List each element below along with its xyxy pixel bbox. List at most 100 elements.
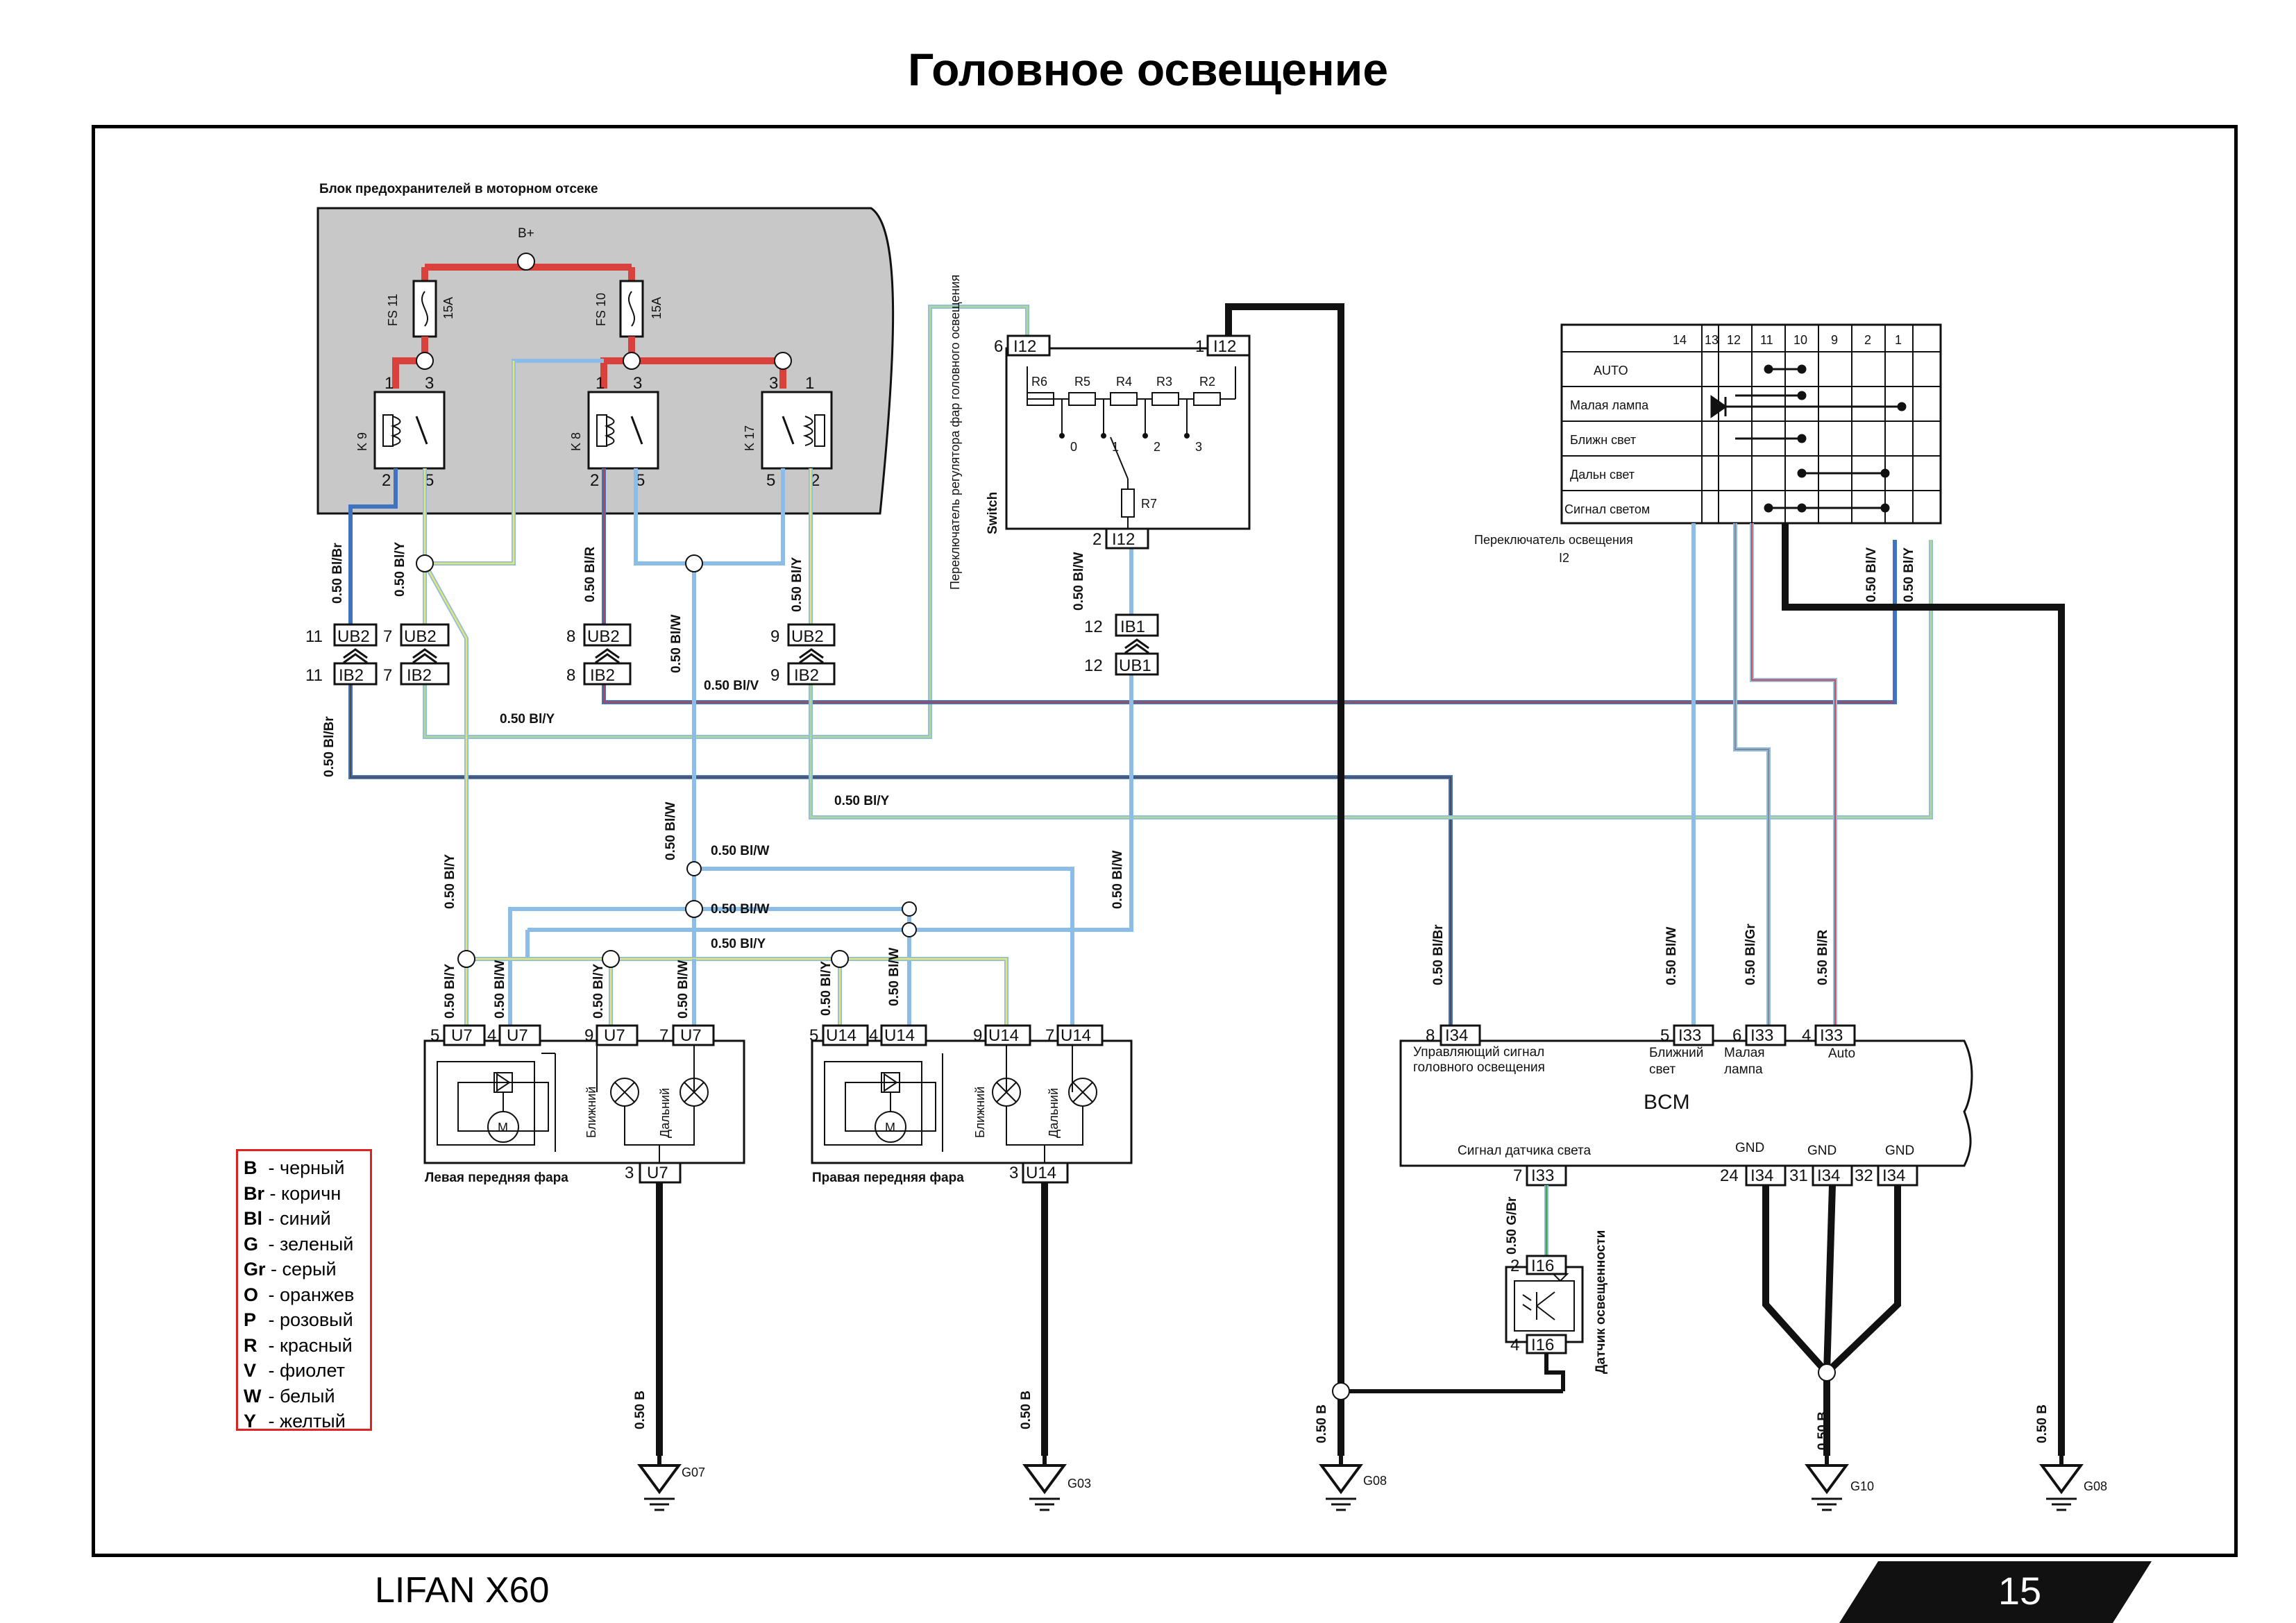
reg-conn-6-pin: 6 [994,337,1003,356]
bcm-in-8-label: Управляющий сигнал головного освещения [1413,1045,1545,1075]
ground-g10: G10 [1850,1479,1874,1493]
bcm-in-4-label: Auto [1828,1046,1855,1061]
wire-label-bus-blbr: 0.50 Bl/Br [322,716,337,777]
bcm-in-4-conn: I33 [1820,1026,1843,1045]
right-u14-c: U14 [988,1026,1019,1045]
ib1-12-name: IB1 [1120,618,1145,636]
ub2-8-name: UB2 [587,627,620,646]
k17-pin-top-left: 3 [769,374,778,393]
ub1-12-pin: 12 [1084,656,1103,675]
switch-row-low-beam: Ближн свет [1570,433,1636,447]
wire-label-blw-h1: 0.50 Bl/W [711,844,770,858]
bcm-in-6-pin: 6 [1732,1026,1741,1045]
left-u7-pin7: 7 [659,1026,668,1045]
ib2-11-name: IB2 [339,666,364,685]
ub2-9-name: UB2 [791,627,824,646]
sensor-conn-bottom: I16 [1531,1336,1554,1354]
wire-label-k9-bly: 0.50 Bl/Y [393,541,407,597]
regulator-pos-2: 2 [1154,440,1160,454]
legend-row: B - черный [244,1157,345,1178]
left-motor: M [498,1121,508,1135]
switch-col-9: 9 [1831,333,1838,347]
k9-pin-top-right: 3 [425,374,434,393]
relay-k8-name: K 8 [569,432,583,451]
ib2-7-name: IB2 [407,666,432,685]
bcm-in-4-pin: 4 [1802,1026,1811,1045]
left-u7-pin9: 9 [584,1026,593,1045]
wire-label-switch-blv: 0.50 Bl/V [1864,547,1879,602]
bcm-gnd-3: GND [1885,1144,1914,1158]
bcm-in-8-pin: 8 [1426,1026,1435,1045]
left-high-beam: Дальний [658,1088,672,1138]
relay-k17 [761,391,833,470]
reg-conn-6-name: I12 [1013,337,1036,356]
right-u14-pin4: 4 [869,1026,878,1045]
regulator-box [1005,347,1251,530]
regulator-sublabel: Switch [986,492,1000,534]
regulator-pos-0: 0 [1070,440,1077,454]
reg-conn-1-name: I12 [1213,337,1236,356]
switch-col-11: 11 [1760,333,1773,347]
bcm-box [1399,1039,1973,1167]
page-title: Головное освещение [907,44,1389,95]
wire-label-u7-5: 0.50 Bl/Y [443,963,457,1019]
ub1-12-name: UB1 [1119,656,1151,675]
sensor-conn-top: I16 [1531,1257,1554,1275]
wire-label-bus-bly2: 0.50 Bl/Y [834,794,890,808]
switch-col-10: 10 [1793,333,1807,347]
right-u14-pin5: 5 [809,1026,818,1045]
ib2-8-name: IB2 [590,666,615,685]
switch-col-14: 14 [1673,333,1687,347]
regulator-pos-3: 3 [1195,440,1202,454]
sensor-pin-2: 2 [1510,1257,1519,1275]
right-u14-d: U14 [1061,1026,1091,1045]
wire-label-u7-7: 0.50 Bl/W [676,960,691,1019]
bcm-in-5-label: Ближний свет [1649,1046,1704,1077]
switch-row-auto: AUTO [1594,364,1628,377]
wire-label-sensor-gbr: 0.50 G/Br [1505,1196,1519,1255]
bcm-gnd-2: GND [1807,1144,1837,1158]
left-u7-pin5: 5 [430,1026,439,1045]
fuse-block-title: Блок предохранителей в моторном отсеке [319,182,598,196]
switch-col-2: 2 [1864,333,1871,347]
regulator-label: Переключатель регулятора фар головного о… [948,275,962,590]
legend-row: Bl - синий [244,1208,331,1229]
legend-row: P - розовый [244,1309,353,1330]
relay-k9-name: K 9 [355,432,369,451]
wire-label-g08b: 0.50 B [2035,1404,2050,1443]
legend-row: O - оранжев [244,1284,355,1305]
ib2-9-name: IB2 [794,666,819,685]
regulator-r5: R5 [1074,375,1090,389]
right-u14-a: U14 [826,1026,856,1045]
legend-row: Y - желтый [244,1411,346,1431]
diagram-frame [92,125,2238,1557]
ib2-9-pin: 9 [770,666,779,685]
page-number: 15 [1998,1569,2042,1613]
wire-label-reg-blw: 0.50 Bl/W [1111,850,1125,909]
wire-label-reg-top-blw: 0.50 Bl/W [1072,552,1086,611]
switch-col-13: 13 [1705,333,1719,347]
regulator-r2: R2 [1199,375,1215,389]
right-u14-pin7: 7 [1045,1026,1054,1045]
legend-row: Br - коричн [244,1182,341,1204]
k9-pin-bottom-left: 2 [382,471,391,490]
regulator-r7: R7 [1141,497,1157,511]
switch-row-flash: Сигнал светом [1564,502,1650,516]
model-name: LIFAN X60 [375,1570,550,1611]
ub2-8-pin: 8 [566,627,575,646]
k9-pin-bottom-right: 5 [425,471,434,490]
right-low-beam: Ближний [973,1087,987,1138]
right-headlamp-label: Правая передняя фара [812,1171,964,1185]
k8-pin-bottom-right: 5 [636,471,645,490]
ib2-11-pin: 11 [305,666,323,685]
bcm-out-7-pin: 7 [1513,1166,1522,1185]
legend-row: R - красный [244,1334,353,1356]
sensor-pin-4: 4 [1510,1336,1519,1354]
wire-label-u14-5: 0.50 Bl/Y [819,960,834,1016]
wire-label-k8-blw: 0.50 Bl/W [669,614,684,673]
ub2-7-pin: 7 [383,627,392,646]
wire-label-g08a: 0.50 B [1315,1404,1329,1443]
wire-label-left-bly: 0.50 Bl/Y [443,853,457,909]
sensor-box [1505,1266,1584,1343]
